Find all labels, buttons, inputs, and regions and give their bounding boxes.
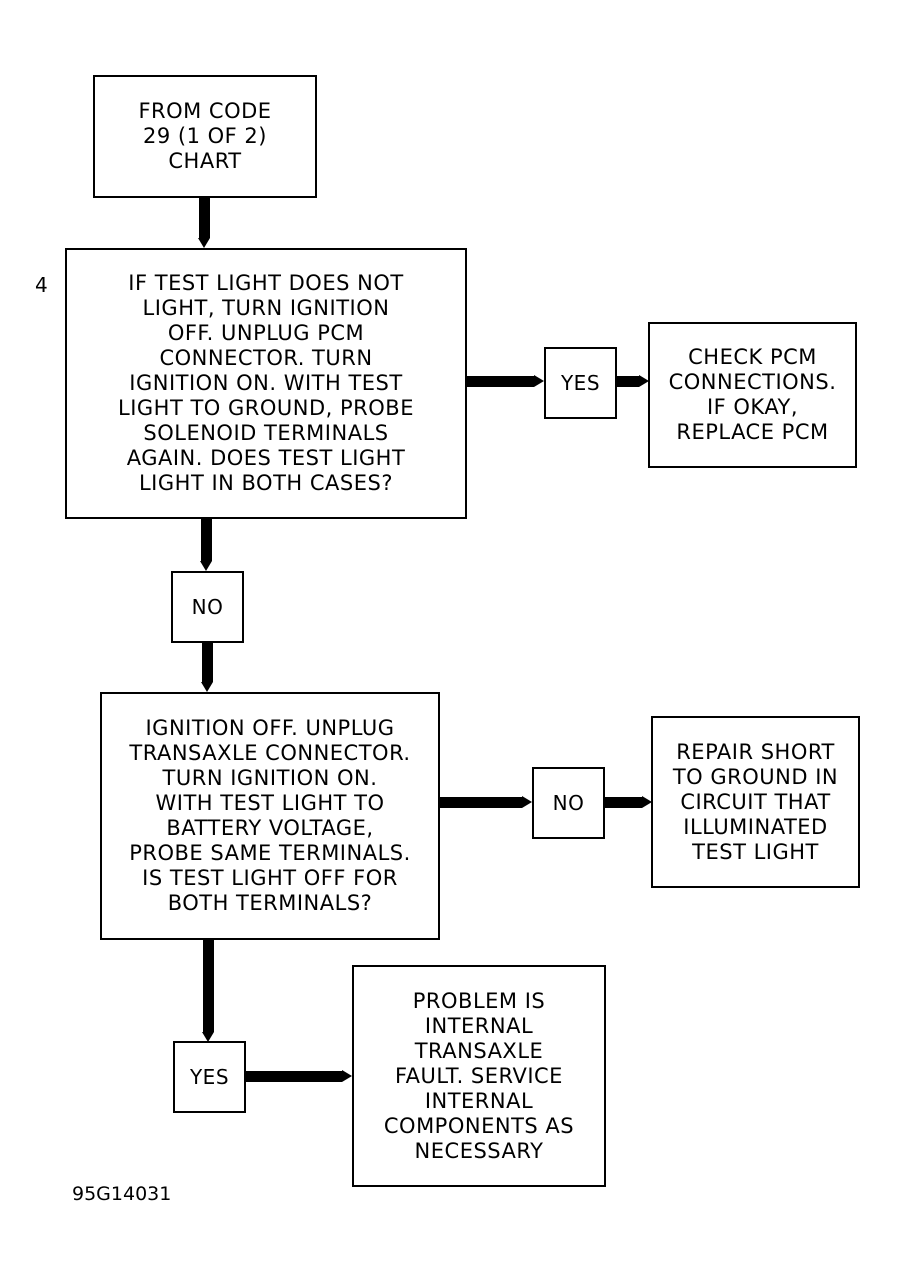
result-line: TO GROUND IN <box>672 764 839 789</box>
no-label-box-2: NO <box>532 767 605 839</box>
question-line: AGAIN. DOES TEST LIGHT <box>126 446 406 470</box>
connector-question1-to-yes <box>467 376 534 387</box>
connector-yes-to-pcm <box>617 376 639 387</box>
connector-question1-to-no <box>201 519 212 561</box>
start-line: 29 (1 OF 2) <box>143 124 267 148</box>
start-box: FROM CODE 29 (1 OF 2) CHART <box>93 75 317 198</box>
arrowhead <box>522 796 532 808</box>
question-box-2: IGNITION OFF. UNPLUG TRANSAXLE CONNECTOR… <box>100 692 440 940</box>
result-line: TEST LIGHT <box>692 839 819 864</box>
arrowhead <box>198 238 210 248</box>
result-line: ILLUMINATED <box>683 814 828 839</box>
arrowhead <box>639 375 649 387</box>
question-line: WITH TEST LIGHT TO <box>155 791 385 815</box>
arrowhead <box>201 682 213 692</box>
question-line: IGNITION ON. WITH TEST <box>129 371 403 395</box>
question-line: IGNITION OFF. UNPLUG <box>145 716 395 740</box>
result-line: CHECK PCM <box>688 345 817 369</box>
result-line: REPLACE PCM <box>676 420 829 444</box>
result-line: REPAIR SHORT <box>676 739 835 764</box>
yes-label-box-2: YES <box>173 1041 246 1113</box>
arrowhead <box>342 1070 352 1082</box>
question-line: LIGHT TO GROUND, PROBE <box>118 396 414 420</box>
result-line: COMPONENTS AS <box>383 1113 575 1138</box>
arrowhead <box>642 796 652 808</box>
connector-yes-to-internal <box>246 1071 342 1082</box>
question-line: TURN IGNITION ON. <box>162 766 378 790</box>
question-line: SOLENOID TERMINALS <box>143 421 389 445</box>
question-box-1: IF TEST LIGHT DOES NOT LIGHT, TURN IGNIT… <box>65 248 467 519</box>
result-line: INTERNAL <box>424 1013 534 1038</box>
connector-no-to-question2 <box>202 643 213 682</box>
question-line: TRANSAXLE CONNECTOR. <box>129 741 411 765</box>
arrowhead <box>202 1032 214 1042</box>
no-label: NO <box>191 595 224 619</box>
start-line: CHART <box>168 149 242 173</box>
result-line: TRANSAXLE <box>414 1038 544 1063</box>
question-line: IF TEST LIGHT DOES NOT <box>128 271 404 295</box>
no-label-box-1: NO <box>171 571 244 643</box>
step-number: 4 <box>35 273 48 297</box>
result-short-box: REPAIR SHORT TO GROUND IN CIRCUIT THAT I… <box>651 716 860 888</box>
connector-start-to-question <box>199 198 210 238</box>
arrowhead <box>534 375 544 387</box>
arrowhead <box>200 561 212 571</box>
result-pcm-box: CHECK PCM CONNECTIONS. IF OKAY, REPLACE … <box>648 322 857 468</box>
question-line: OFF. UNPLUG PCM <box>167 321 365 345</box>
question-line: LIGHT IN BOTH CASES? <box>138 471 393 495</box>
result-line: IF OKAY, <box>706 395 799 419</box>
no-label: NO <box>552 791 585 815</box>
connector-question2-to-no <box>440 797 522 808</box>
figure-id: 95G14031 <box>72 1183 172 1205</box>
yes-label-box-1: YES <box>544 347 617 419</box>
question-line: PROBE SAME TERMINALS. <box>129 841 411 865</box>
result-line: INTERNAL <box>424 1088 534 1113</box>
start-line: FROM CODE <box>138 99 272 123</box>
question-line: BATTERY VOLTAGE, <box>166 816 374 840</box>
result-internal-box: PROBLEM IS INTERNAL TRANSAXLE FAULT. SER… <box>352 965 606 1187</box>
result-line: PROBLEM IS <box>412 988 546 1013</box>
question-line: IS TEST LIGHT OFF FOR <box>142 866 398 890</box>
question-line: CONNECTOR. TURN <box>159 346 373 370</box>
yes-label: YES <box>560 371 601 395</box>
question-line: LIGHT, TURN IGNITION <box>142 296 390 320</box>
yes-label: YES <box>189 1065 230 1089</box>
question-line: BOTH TERMINALS? <box>167 891 373 915</box>
result-line: NECESSARY <box>414 1138 544 1163</box>
result-line: CONNECTIONS. <box>668 370 837 394</box>
connector-no-to-short <box>605 797 642 808</box>
result-line: CIRCUIT THAT <box>680 789 831 814</box>
result-line: FAULT. SERVICE <box>395 1063 563 1088</box>
connector-question2-to-yes <box>203 940 214 1032</box>
